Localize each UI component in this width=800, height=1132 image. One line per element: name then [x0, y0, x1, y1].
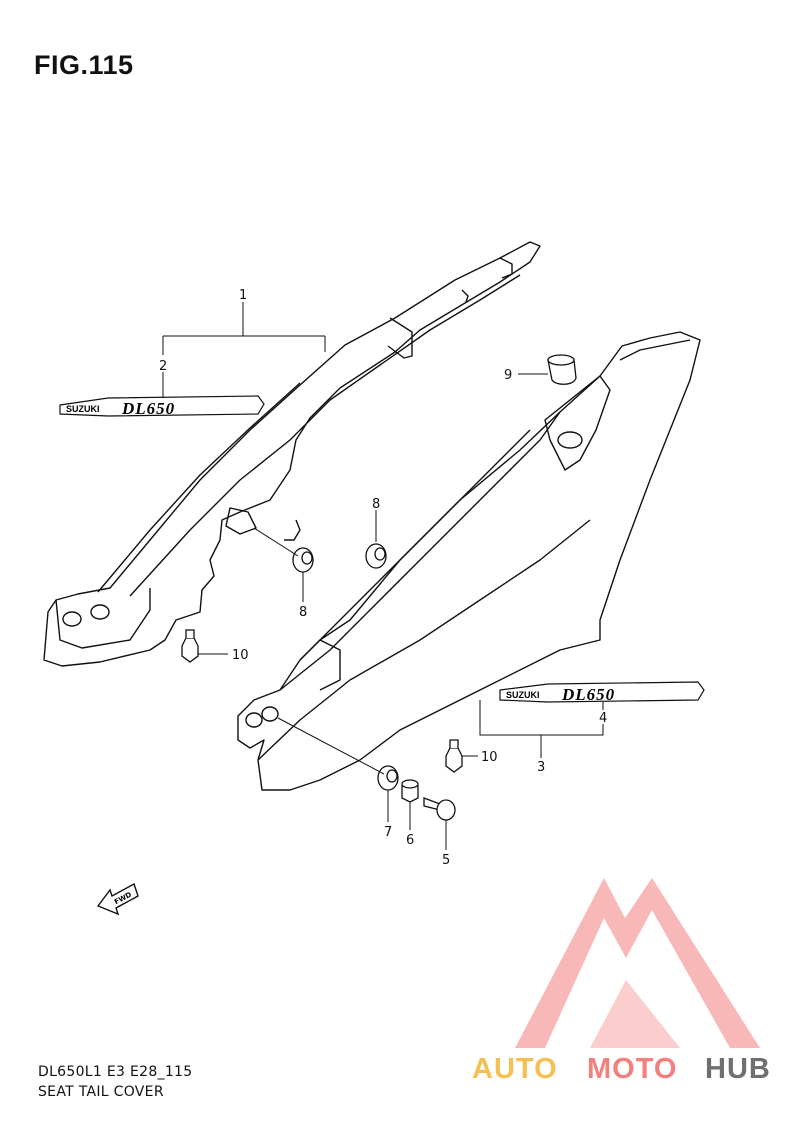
- emblem-left: SUZUKI DL650: [59, 395, 265, 418]
- callout-6: 6: [406, 833, 414, 848]
- emblem-right-model: DL650: [561, 685, 615, 704]
- grommet-8-upper: [365, 543, 387, 569]
- callout-2: 2: [159, 359, 167, 374]
- callout-10-left: 10: [232, 648, 249, 663]
- callout-1: 1: [239, 288, 247, 303]
- clip-10-left: [181, 629, 199, 663]
- watermark-logo-moto: MOTO: [587, 1053, 678, 1085]
- clip-10-right: [445, 739, 463, 773]
- grommet-8-lower: [292, 547, 314, 573]
- left-seat-tail-cover: [43, 241, 541, 667]
- callout-3: 3: [537, 760, 545, 775]
- callout-5: 5: [442, 853, 450, 868]
- footer-name: SEAT TAIL COVER: [38, 1084, 164, 1100]
- bolt-5: [423, 797, 456, 821]
- collar-6: [401, 779, 419, 803]
- callout-7: 7: [384, 825, 392, 840]
- emblem-right: SUZUKI DL650: [499, 681, 705, 704]
- callout-9: 9: [504, 368, 512, 383]
- figure-title: FIG.115: [34, 50, 134, 80]
- grommet-9: [547, 354, 577, 385]
- callouts: 1 2 3 4 5 6 7 8 8 9 10 10: [159, 288, 607, 868]
- watermark-logo-hub: HUB: [705, 1053, 771, 1085]
- callout-8-lower: 8: [299, 605, 307, 620]
- callout-4: 4: [599, 711, 607, 726]
- callout-8-upper: 8: [372, 497, 380, 512]
- watermark-logo-auto: AUTO: [472, 1053, 558, 1085]
- emblem-right-brand: SUZUKI: [506, 690, 540, 700]
- callout-10-right: 10: [481, 750, 498, 765]
- emblem-left-brand: SUZUKI: [66, 404, 100, 414]
- fwd-arrow-icon: FWD: [96, 882, 139, 916]
- grommet-7: [377, 765, 399, 791]
- right-seat-tail-cover: [237, 331, 701, 791]
- emblem-left-model: DL650: [121, 399, 175, 418]
- footer-code: DL650L1 E3 E28_115: [38, 1064, 193, 1080]
- leader-lines: [162, 302, 604, 850]
- watermark-triangle-icon: [515, 878, 760, 1048]
